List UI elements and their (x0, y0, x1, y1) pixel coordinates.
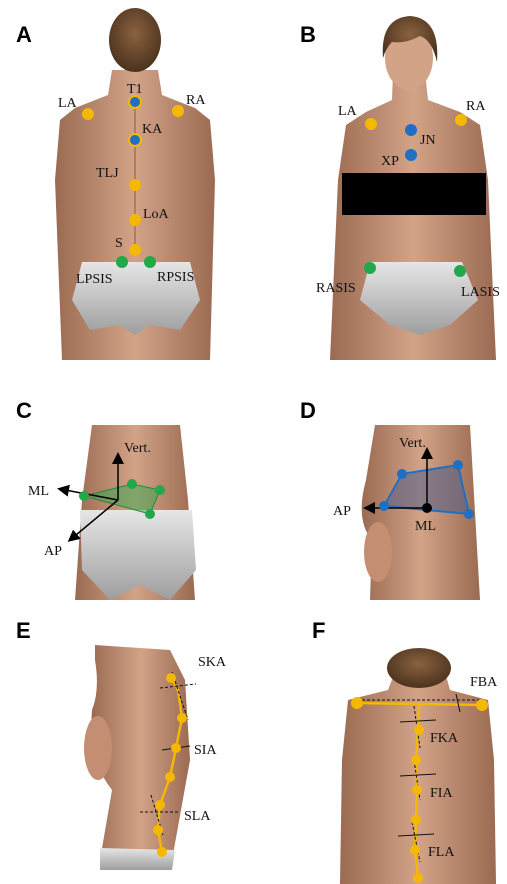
marker-f-2 (411, 755, 421, 765)
marker-loa (129, 214, 141, 226)
label-c-ml: ML (28, 484, 49, 499)
marker-e-5 (155, 800, 165, 810)
marker-c-4 (145, 509, 155, 519)
marker-f-4 (411, 815, 421, 825)
label-a-ra: RA (186, 93, 206, 108)
label-f-fba: FBA (470, 675, 498, 690)
marker-d-2 (453, 460, 463, 470)
marker-c-3 (155, 485, 165, 495)
panel-a-hair (109, 8, 161, 72)
marker-d-3 (464, 509, 474, 519)
marker-lpsis (116, 256, 128, 268)
marker-b-ra (455, 114, 467, 126)
label-d-ml: ML (415, 519, 436, 534)
marker-la (82, 108, 94, 120)
marker-f-ls (351, 697, 363, 709)
label-a-t1: T1 (127, 82, 143, 97)
label-a-s: S (115, 236, 123, 251)
label-a-ka: KA (142, 122, 163, 137)
marker-e-7 (157, 847, 167, 857)
label-a-la: LA (58, 96, 78, 111)
panel-d: Vert. AP ML (333, 425, 480, 600)
marker-e-1 (166, 673, 176, 683)
label-e-sla: SLA (184, 809, 211, 824)
label-b-lasis: LASIS (461, 285, 500, 300)
marker-f-5 (410, 845, 420, 855)
panel-b-censor-bar (342, 173, 486, 215)
label-f-fia: FIA (430, 786, 453, 801)
marker-e-3 (171, 743, 181, 753)
marker-tlj (129, 179, 141, 191)
marker-f-rs (476, 699, 488, 711)
marker-s (129, 244, 141, 256)
marker-d-1 (397, 469, 407, 479)
label-a-tlj: TLJ (96, 166, 119, 181)
marker-b-jn (405, 124, 417, 136)
label-b-la: LA (338, 104, 358, 119)
panel-d-breast (364, 522, 392, 582)
label-d-ap: AP (333, 504, 351, 519)
label-a-rpsis: RPSIS (157, 270, 194, 285)
marker-rpsis (144, 256, 156, 268)
panel-d-origin (422, 503, 432, 513)
marker-f-1 (414, 725, 424, 735)
label-c-vert: Vert. (124, 441, 151, 456)
panel-c: Vert. ML AP (28, 425, 196, 600)
marker-c-1 (79, 491, 89, 501)
marker-b-lasis (454, 265, 466, 277)
label-b-xp: XP (381, 154, 399, 169)
marker-c-2 (127, 479, 137, 489)
panel-e: SKA SIA SLA (84, 645, 227, 870)
label-c-ap: AP (44, 544, 62, 559)
label-d-vert: Vert. (399, 436, 426, 451)
marker-t1 (129, 96, 141, 108)
marker-d-4 (379, 501, 389, 511)
marker-e-4 (165, 772, 175, 782)
label-f-fka: FKA (430, 731, 459, 746)
marker-f-6 (413, 873, 423, 883)
label-b-jn: JN (420, 133, 436, 148)
label-a-lpsis: LPSIS (76, 272, 113, 287)
marker-b-la (365, 118, 377, 130)
panel-f: FBA FKA FIA FLA (340, 648, 498, 884)
marker-ka (129, 134, 141, 146)
marker-ra (172, 105, 184, 117)
label-a-loa: LoA (143, 207, 170, 222)
marker-e-2 (177, 713, 187, 723)
label-f-fla: FLA (428, 845, 455, 860)
marker-b-rasis (364, 262, 376, 274)
marker-e-6 (153, 825, 163, 835)
marker-f-3 (412, 785, 422, 795)
panel-e-breast (84, 716, 112, 780)
label-b-ra: RA (466, 99, 486, 114)
panel-f-hair (387, 648, 451, 688)
label-b-rasis: RASIS (316, 281, 356, 296)
panel-a: T1 KA LA RA TLJ LoA S LPSIS RPSIS (55, 8, 215, 360)
label-e-sia: SIA (194, 743, 217, 758)
panel-b: LA RA JN XP RASIS LASIS (316, 16, 500, 360)
label-e-ska: SKA (198, 655, 227, 670)
marker-b-xp (405, 149, 417, 161)
